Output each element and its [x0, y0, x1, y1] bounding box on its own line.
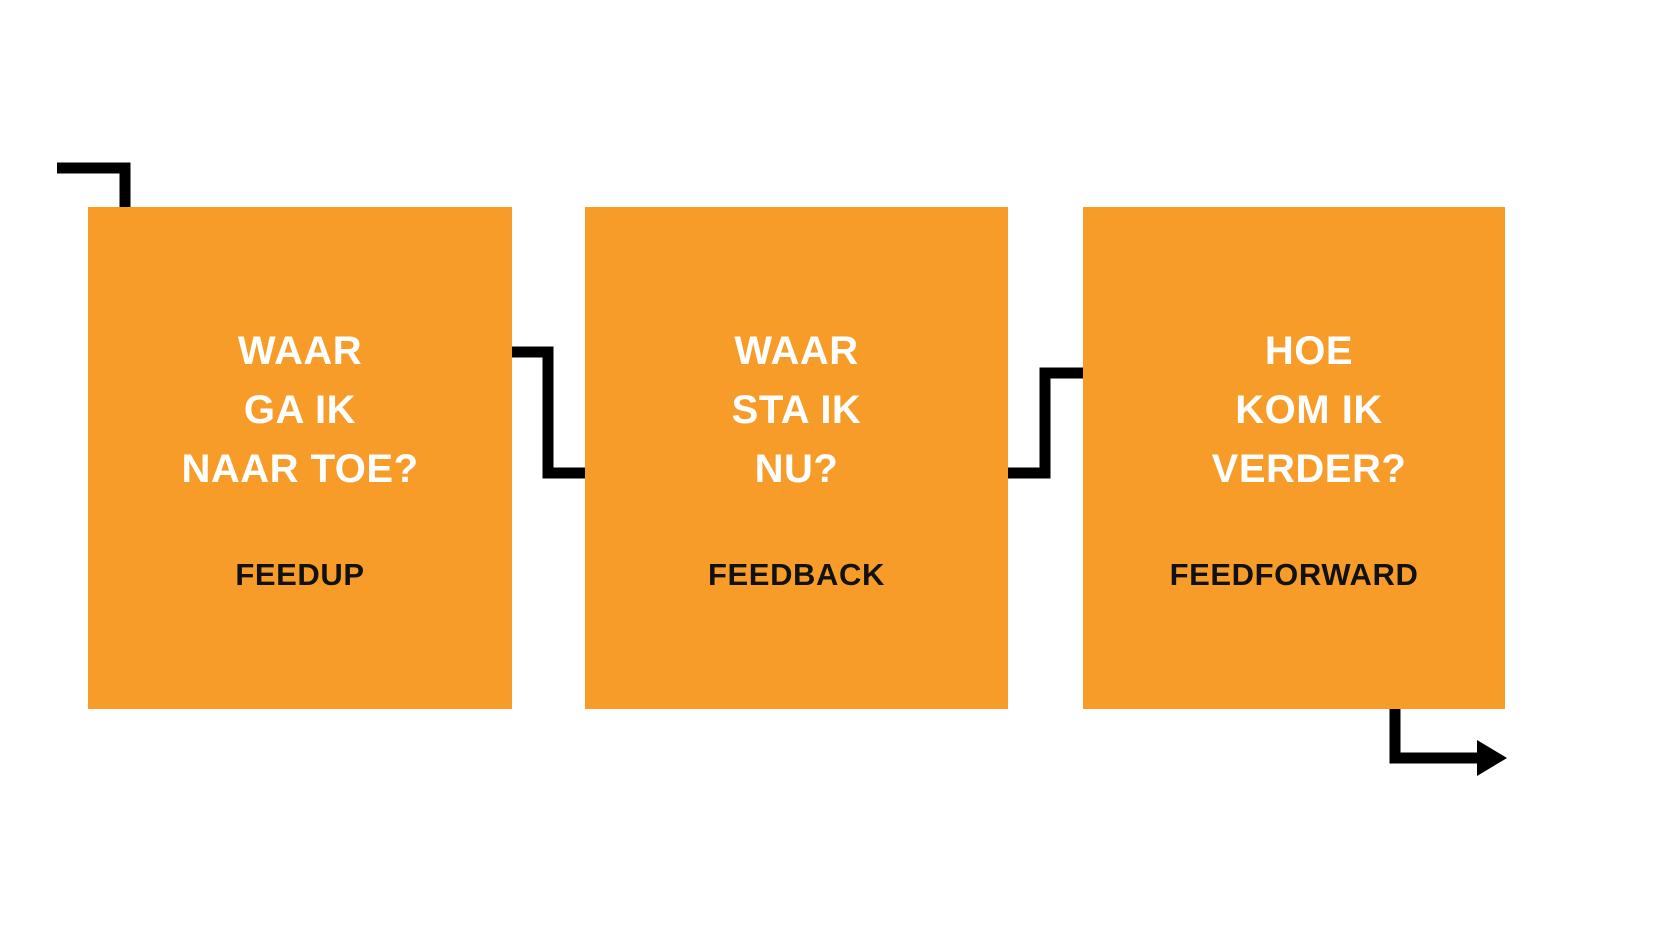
- exit-arrow-head: [1477, 740, 1507, 776]
- stage-box-feedforward[interactable]: HOE KOM IK VERDER? FEEDFORWARD: [1083, 207, 1505, 709]
- stage-label-feedback: FEEDBACK: [707, 557, 886, 592]
- stage-label-feedforward: FEEDFORWARD: [1169, 557, 1419, 592]
- stage-question-feedup: WAAR GA IK NAAR TOE?: [181, 329, 419, 491]
- stage-question-feedforward: HOE KOM IK VERDER?: [1211, 329, 1407, 491]
- stage-label-feedup: FEEDUP: [235, 557, 365, 592]
- stage-question-feedback: WAAR STA IK NU?: [731, 329, 862, 491]
- stage-box-feedback[interactable]: WAAR STA IK NU? FEEDBACK: [585, 207, 1008, 709]
- stage-box-feedup[interactable]: WAAR GA IK NAAR TOE? FEEDUP: [88, 207, 512, 709]
